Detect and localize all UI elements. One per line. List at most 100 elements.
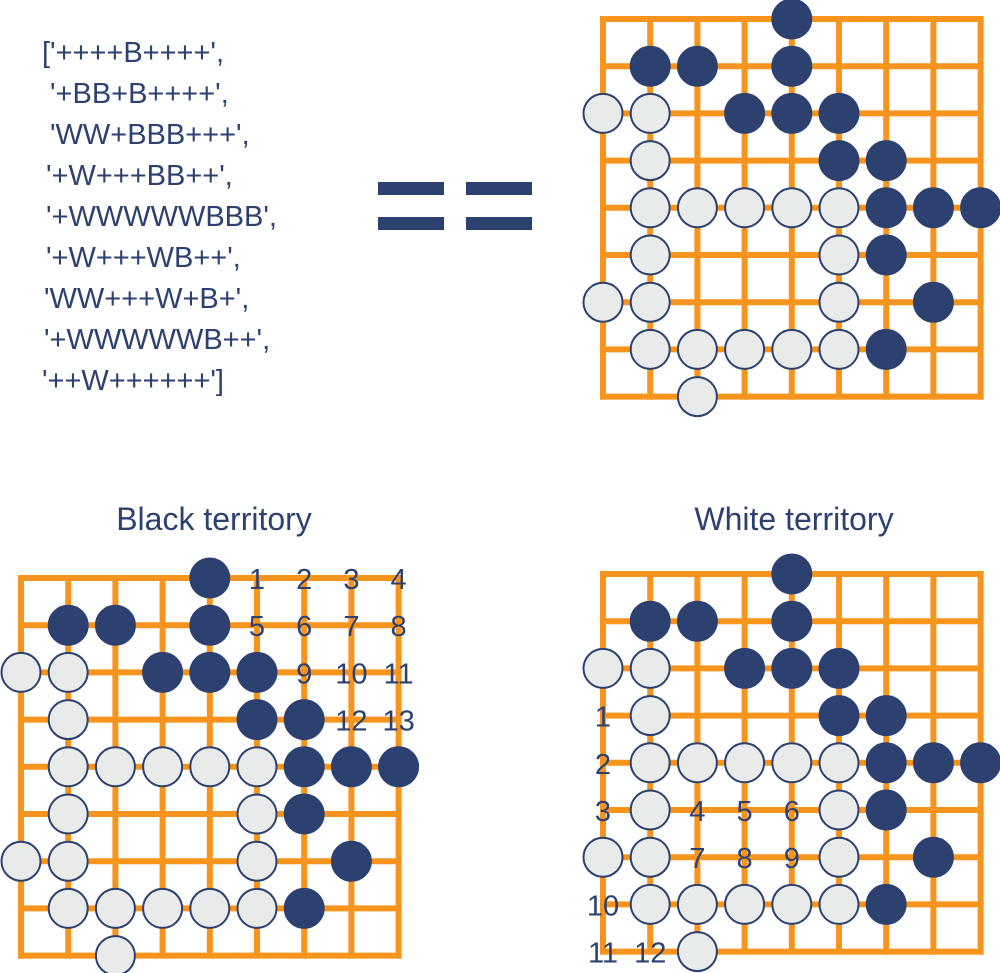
code-line: '+WWWWWBBB', [46, 201, 277, 233]
stones [0, 557, 420, 973]
black-stone [771, 647, 813, 689]
white-stone [629, 328, 671, 370]
black-stone [330, 746, 372, 788]
white-stone [676, 742, 718, 784]
black-stone [960, 187, 1000, 229]
black-stone [629, 45, 671, 87]
code-line: '+W+++BB++', [46, 160, 233, 192]
black-stone [771, 600, 813, 642]
white-stone [724, 187, 766, 229]
black-stone [94, 604, 136, 646]
white-stone [582, 92, 624, 134]
white-stone [676, 187, 718, 229]
black-stone [818, 647, 860, 689]
black-stone [865, 742, 907, 784]
black-stone [960, 742, 1000, 784]
black-stone [629, 600, 671, 642]
stones [582, 0, 1000, 418]
territory-label: 12 [335, 706, 367, 738]
white-stone [582, 281, 624, 323]
code-line: '+BB+B++++', [50, 78, 229, 110]
white-stone [629, 281, 671, 323]
territory-label: 9 [784, 843, 800, 875]
white-stone [94, 746, 136, 788]
white-stone [724, 742, 766, 784]
black-stone [283, 746, 325, 788]
black-stone [865, 234, 907, 276]
white-stone [818, 836, 860, 878]
black-stone [189, 651, 231, 693]
black-stone [818, 695, 860, 737]
white-stone [676, 376, 718, 418]
white-stone [771, 742, 813, 784]
white-stone [189, 887, 231, 929]
black-stone [818, 140, 860, 182]
territory-label: 10 [335, 658, 367, 690]
black-stone [283, 699, 325, 741]
territory-label: 5 [249, 611, 265, 643]
white-stone [47, 887, 89, 929]
white-stone [629, 187, 671, 229]
white-stone [94, 935, 136, 973]
black-stone [189, 604, 231, 646]
black-stone [865, 883, 907, 925]
black-stone [912, 187, 954, 229]
territory-label: 2 [296, 564, 312, 596]
black-stone [771, 553, 813, 595]
equals-bar [466, 217, 532, 230]
black-stone [283, 887, 325, 929]
code-line: 'WW+++W+B+', [44, 283, 249, 315]
white-stone [236, 887, 278, 929]
black-stone [865, 695, 907, 737]
white-stone [676, 931, 718, 973]
white-stone [629, 883, 671, 925]
territory-label: 12 [634, 938, 666, 970]
black-stone [724, 647, 766, 689]
black-stone [142, 651, 184, 693]
territory-label: 8 [737, 843, 753, 875]
white-stone [629, 92, 671, 134]
black-stone [818, 92, 860, 134]
white-stone [94, 887, 136, 929]
board-top [582, 0, 1000, 418]
white-stone [818, 789, 860, 831]
territory-label: 3 [595, 796, 611, 828]
black-stone [676, 45, 718, 87]
territory-label: 5 [737, 796, 753, 828]
code-line: '+WWWWWB++', [44, 324, 270, 356]
black-stone [771, 0, 813, 40]
black-stone [912, 281, 954, 323]
white-stone [582, 836, 624, 878]
black-stone [865, 140, 907, 182]
territory-label: 10 [587, 890, 619, 922]
territory-label: 7 [343, 611, 359, 643]
white-stone [189, 746, 231, 788]
white-stone [818, 234, 860, 276]
equals-bar [378, 217, 444, 230]
white-stone [676, 328, 718, 370]
white-territory-title: White territory [694, 501, 893, 537]
white-stone [142, 746, 184, 788]
territory-label: 11 [384, 658, 414, 690]
white-stone [629, 647, 671, 689]
black-stone [865, 789, 907, 831]
black-stone [771, 45, 813, 87]
black-stone [283, 793, 325, 835]
white-stone [629, 789, 671, 831]
territory-label: 3 [343, 564, 359, 596]
white-stone [236, 840, 278, 882]
white-stone [236, 746, 278, 788]
black-stone [189, 557, 231, 599]
code-line: '++W++++++'] [42, 365, 224, 397]
black-stone [236, 699, 278, 741]
black-stone [865, 328, 907, 370]
white-stone [724, 328, 766, 370]
white-stone [47, 699, 89, 741]
territory-label: 7 [689, 843, 705, 875]
black-stone [865, 187, 907, 229]
territory-label: 1 [249, 564, 265, 596]
black-stone [378, 746, 420, 788]
black-stone [771, 92, 813, 134]
